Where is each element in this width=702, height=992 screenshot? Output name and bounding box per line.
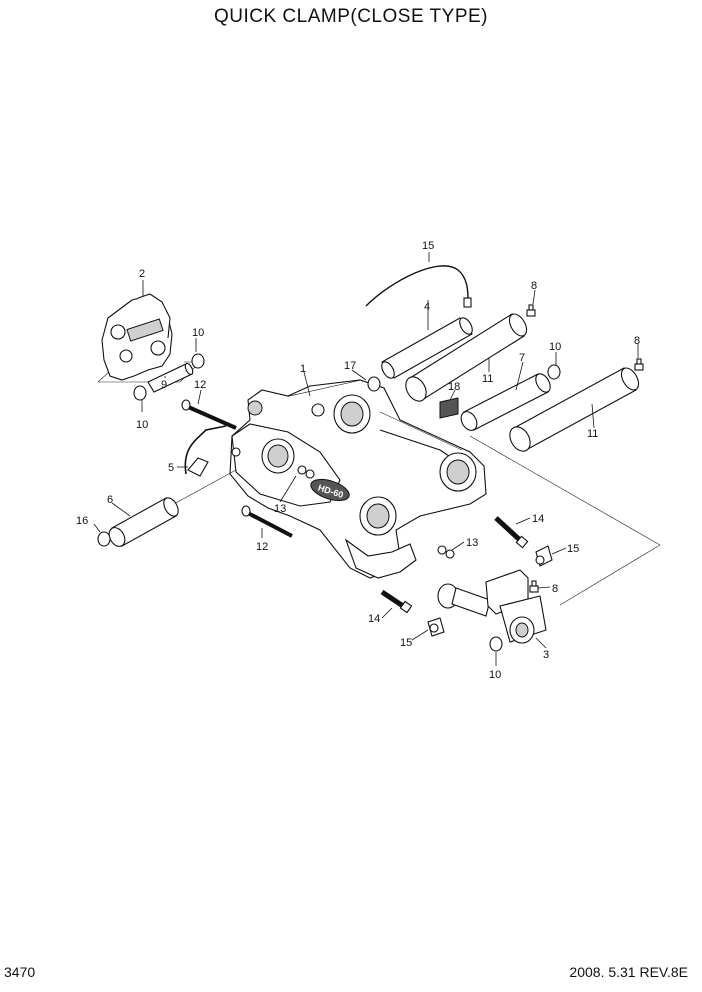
callout-label: 4	[424, 301, 430, 313]
callout-label: 10	[136, 419, 148, 431]
callout-label: 1	[300, 363, 306, 375]
page-number: 3470	[4, 964, 36, 980]
callout-label: 13	[466, 537, 478, 549]
snap-ring-part-10	[547, 364, 561, 380]
nut-part-13	[437, 545, 447, 555]
pin-part-4	[381, 317, 473, 379]
callout-label: 17	[344, 360, 356, 372]
callout-label: 8	[634, 335, 640, 347]
snap-ring-part-17	[367, 376, 381, 392]
bolt-part-12	[241, 505, 293, 538]
bolt-part-14	[494, 516, 529, 549]
callout-label: 9	[161, 379, 167, 391]
page-title: QUICK CLAMP(CLOSE TYPE)	[213, 6, 489, 27]
callout-label: 15	[422, 240, 434, 252]
callout-label: 12	[256, 541, 268, 553]
callout-label: 3	[543, 649, 549, 661]
callout-label: 8	[552, 583, 558, 595]
nut-part-13	[445, 549, 455, 559]
callout-label: 15	[400, 637, 412, 649]
callout-label: 7	[519, 352, 525, 364]
callout-label: 10	[549, 341, 561, 353]
fitting-part-15	[427, 617, 445, 637]
main-frame-part-1: HD-60	[229, 379, 487, 579]
callout-label: 12	[194, 379, 206, 391]
callout-label: 8	[531, 280, 537, 292]
pin-part-6	[108, 497, 179, 547]
callout-label: 16	[76, 515, 88, 527]
callout-label: 11	[482, 373, 493, 385]
sleeve-part-11	[405, 313, 528, 402]
snap-ring-part-10	[133, 385, 147, 401]
sleeve-part-11	[509, 367, 640, 452]
bolt-part-14	[380, 589, 413, 614]
grease-nipple-part-8	[529, 580, 539, 593]
snap-ring-part-10	[191, 353, 205, 369]
pin-part-9	[147, 362, 194, 393]
bracket-part-2	[97, 293, 201, 383]
pin-part-7	[460, 373, 551, 431]
callout-labels: 2 10 9 10 12 5 6 16 12 13 1 17 4 15 11 1…	[76, 240, 640, 681]
snap-ring-part-17	[97, 531, 111, 547]
wire-part-16	[365, 265, 472, 308]
callout-label: 11	[587, 428, 598, 440]
snap-ring-part-10	[489, 636, 503, 652]
label-plate-part-18	[439, 397, 459, 419]
cylinder-part-3	[437, 569, 547, 644]
lock-pin-part-5	[184, 425, 227, 477]
leader-lines	[93, 252, 639, 666]
callout-label: 2	[139, 268, 145, 280]
assembly-guide-line	[379, 411, 463, 451]
grease-nipple-part-8	[526, 304, 536, 317]
assembly-guide-line	[469, 435, 661, 606]
bolt-part-12	[181, 399, 237, 430]
fitting-part-15	[535, 545, 553, 567]
callout-label: 10	[489, 669, 501, 681]
callout-label: 18	[448, 381, 460, 393]
grease-nipple-part-8	[634, 358, 644, 371]
callout-label: 13	[274, 503, 286, 515]
callout-label: 14	[368, 613, 380, 625]
callout-label: 10	[192, 327, 204, 339]
callout-label: 14	[532, 513, 544, 525]
date-revision: 2008. 5.31 REV.8E	[569, 964, 688, 980]
callout-label: 15	[567, 543, 579, 555]
callout-label: 6	[107, 494, 113, 506]
callout-label: 5	[168, 462, 174, 474]
